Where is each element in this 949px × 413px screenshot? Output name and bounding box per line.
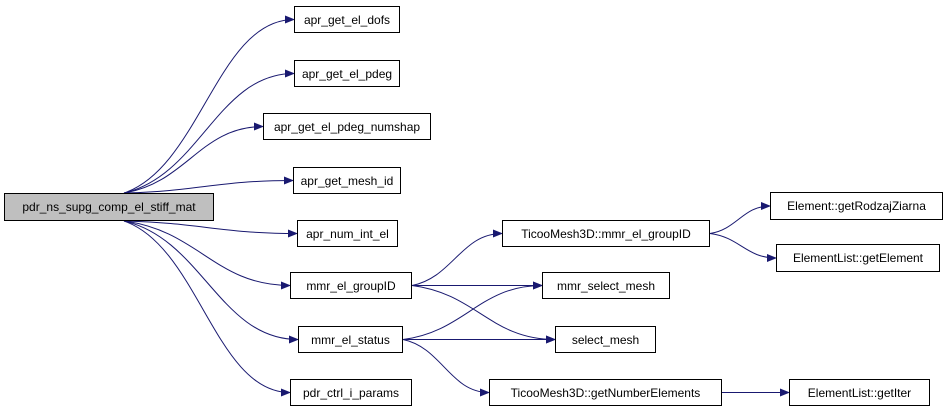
edge-root-to-apr_get_el_pdeg [123,69,295,194]
edge-mmr_el_status-to-ticoo_getNumberElements [402,339,490,397]
edge-mmr_el_groupID-to-select_mesh [411,285,556,344]
node-ticoo-getnumberelements[interactable]: TicooMesh3D::getNumberElements [489,379,722,406]
node-mmr-el-groupid[interactable]: mmr_el_groupID [290,272,412,299]
node-elementlist-getelement[interactable]: ElementList::getElement [776,244,940,272]
edge-root-to-apr_get_el_dofs [123,15,295,194]
edge-root-to-apr_get_el_pdeg_numshap [123,122,264,194]
edge-root-to-apr_num_int_el [123,220,298,238]
node-select-mesh[interactable]: select_mesh [555,326,656,353]
node-mmr-el-status[interactable]: mmr_el_status [298,326,403,353]
node-apr-get-el-pdeg[interactable]: apr_get_el_pdeg [294,60,400,87]
edge-root-to-pdr_ctrl_i_params [123,220,291,397]
node-apr-get-el-pdeg-numshap[interactable]: apr_get_el_pdeg_numshap [263,113,431,140]
node-ticoo-mmr-el-groupid[interactable]: TicooMesh3D::mmr_el_groupID [502,220,710,247]
node-mmr-select-mesh[interactable]: mmr_select_mesh [542,272,670,299]
edge-mmr_el_groupID-to-ticoo_mmr_el_groupID [411,229,503,286]
edge-ticoo_mmr_el_groupID-to-elementlist_getElement [709,233,777,262]
node-apr-get-el-dofs[interactable]: apr_get_el_dofs [294,6,400,33]
node-root: pdr_ns_supg_comp_el_stiff_mat [4,193,214,221]
edge-root-to-mmr_el_status [123,220,299,344]
node-elementlist-getiter[interactable]: ElementList::getIter [789,379,930,406]
edge-root-to-mmr_el_groupID [123,220,291,290]
node-element-getrodzajziarna[interactable]: Element::getRodzajZiarna [770,192,943,220]
edge-root-to-apr_get_mesh_id [123,176,294,194]
edge-mmr_el_status-to-mmr_select_mesh [402,281,543,340]
edge-ticoo_mmr_el_groupID-to-element_getRodzajZiarna [709,202,771,234]
node-apr-num-int-el[interactable]: apr_num_int_el [297,220,398,247]
node-pdr-ctrl-i-params[interactable]: pdr_ctrl_i_params [290,379,412,406]
node-apr-get-mesh-id[interactable]: apr_get_mesh_id [293,167,401,194]
